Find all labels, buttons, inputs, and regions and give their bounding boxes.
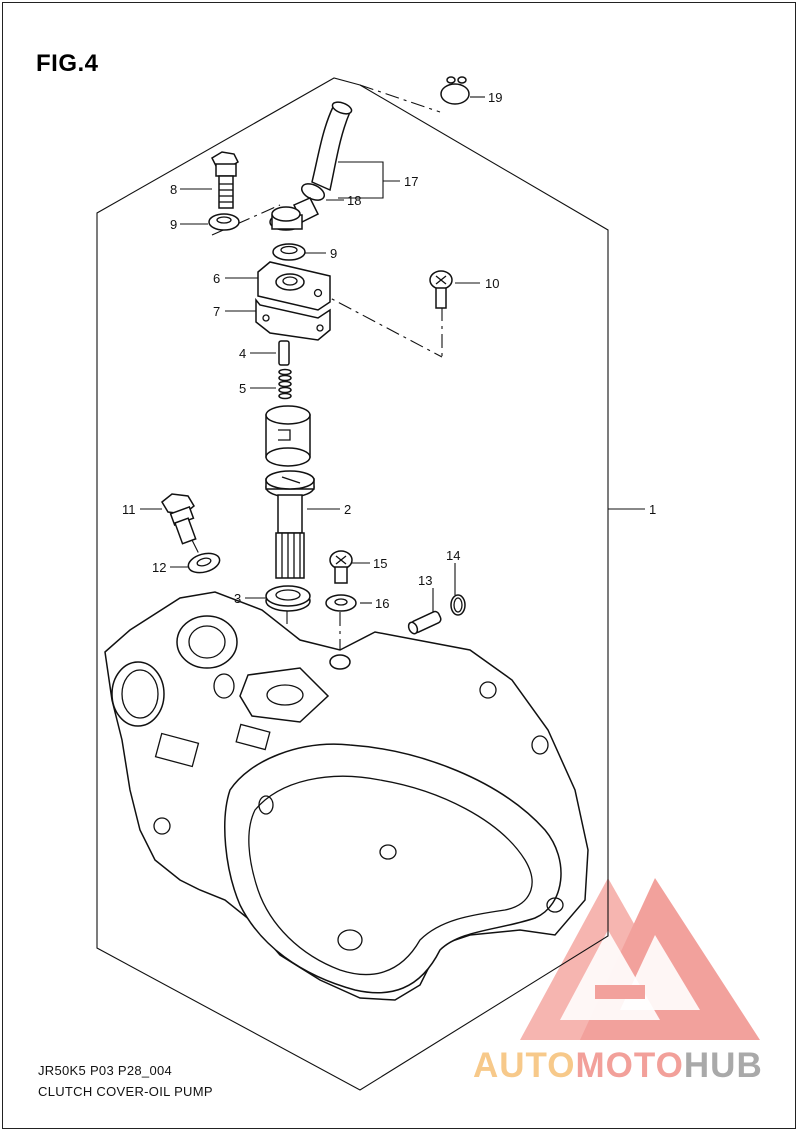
part-12-washer [187,552,221,574]
callout-16: 16 [375,596,389,611]
part-15-screw [329,550,353,584]
part-17-hose [311,101,353,192]
part-8-bolt [211,151,239,209]
callout-6: 6 [213,271,220,286]
part-1-clutch-cover [104,591,589,1001]
watermark-moto: MOTO [575,1046,684,1085]
figure-caption: CLUTCH COVER-OIL PUMP [38,1084,213,1099]
callout-8: 8 [170,182,177,197]
callout-5: 5 [239,381,246,396]
part-9-washer-upper [208,213,240,231]
part-3-oil-seal [265,585,311,612]
callout-4: 4 [239,346,246,361]
part-10-screw [429,270,453,309]
figure-code: JR50K5 P03 P28_004 [38,1063,173,1078]
callout-9-lower: 9 [330,246,337,261]
callout-labels: 1 2 3 4 5 6 7 8 9 9 10 11 12 13 14 15 16… [122,90,656,611]
callout-7: 7 [213,304,220,319]
banjo-fitting [269,206,303,231]
callout-3: 3 [234,591,241,606]
callout-14: 14 [446,548,460,563]
part-4-pin [278,340,290,366]
callout-11: 11 [122,502,136,517]
callout-15: 15 [373,556,387,571]
part-19-cap [440,76,470,105]
callout-9-upper: 9 [170,217,177,232]
watermark-auto: AUTO [473,1046,576,1085]
callout-10: 10 [485,276,499,291]
part-5-spring [278,368,292,400]
callout-1: 1 [649,502,656,517]
assembly-boundary [96,77,609,1091]
part-16-washer [325,594,357,612]
watermark-logo [520,878,760,1040]
part-7-pump-housing [255,297,331,341]
watermark-hub: HUB [683,1046,763,1085]
callout-18: 18 [347,193,361,208]
part-6-pump-cover [257,261,331,311]
callout-2: 2 [344,502,351,517]
part-13-dowel-pin [407,610,442,635]
pump-rotor [265,405,311,467]
callout-12: 12 [152,560,166,575]
watermark-text: AUTOMOTOHUB [473,1046,763,1086]
callout-19: 19 [488,90,502,105]
callout-17: 17 [404,174,418,189]
part-9-washer-lower [272,243,306,261]
callout-13: 13 [418,573,432,588]
leader-lines [140,96,645,612]
part-11-bolt [161,493,197,545]
part-2-shaft [265,470,315,579]
part-14-o-ring [450,594,466,616]
figure-title: FIG.4 [36,50,99,77]
